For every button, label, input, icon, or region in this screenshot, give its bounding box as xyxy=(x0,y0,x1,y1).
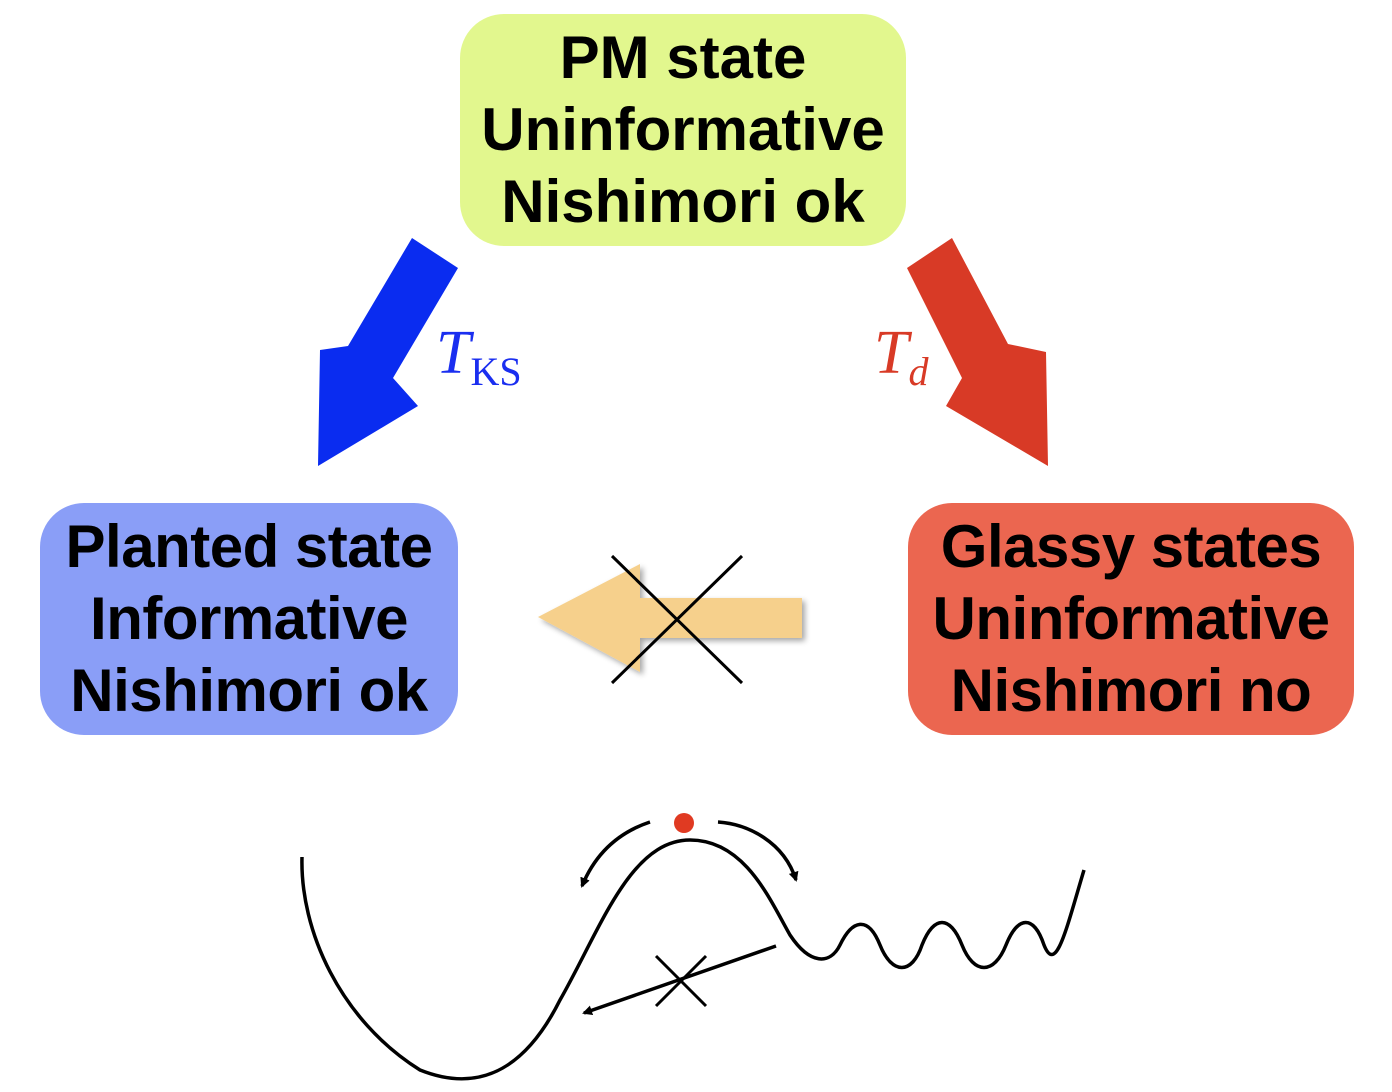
planted-state-nishimori: Nishimori ok xyxy=(70,657,428,724)
pm-state-box: PM state Uninformative Nishimori ok xyxy=(460,14,906,246)
pm-state-title: PM state xyxy=(559,24,807,91)
planted-state-title: Planted state xyxy=(65,513,433,580)
curved-arrow-left xyxy=(580,820,651,888)
glassy-states-box: Glassy states Uninformative Nishimori no xyxy=(908,503,1354,735)
cross-mark-line xyxy=(610,554,744,685)
glassy-states-title: Glassy states xyxy=(940,513,1322,580)
glassy-states-nishimori: Nishimori no xyxy=(950,657,1312,724)
planted-state-box: Planted state Informative Nishimori ok xyxy=(40,503,458,735)
tks-label-subscript: KS xyxy=(470,349,522,394)
td-label-subscript: d xyxy=(908,349,929,394)
tks-label: TKS xyxy=(436,322,522,403)
pm-state-nishimori: Nishimori ok xyxy=(501,168,865,235)
energy-landscape-curve xyxy=(300,838,1086,1081)
crossed-arrow-glassy-to-planted xyxy=(538,564,802,672)
blocked-arrow-cross xyxy=(654,954,708,1008)
td-label-main: T xyxy=(874,319,909,387)
pm-state-informativeness: Uninformative xyxy=(481,96,885,163)
tks-label-main: T xyxy=(436,319,471,387)
curved-arrow-right xyxy=(717,820,799,882)
glassy-states-informativeness: Uninformative xyxy=(932,585,1330,652)
blue-arrow-pm-to-planted xyxy=(318,238,458,466)
planted-state-informativeness: Informative xyxy=(90,585,408,652)
red-arrow-pm-to-glassy xyxy=(907,238,1048,466)
td-label: Td xyxy=(874,322,928,403)
state-ball xyxy=(674,813,694,833)
